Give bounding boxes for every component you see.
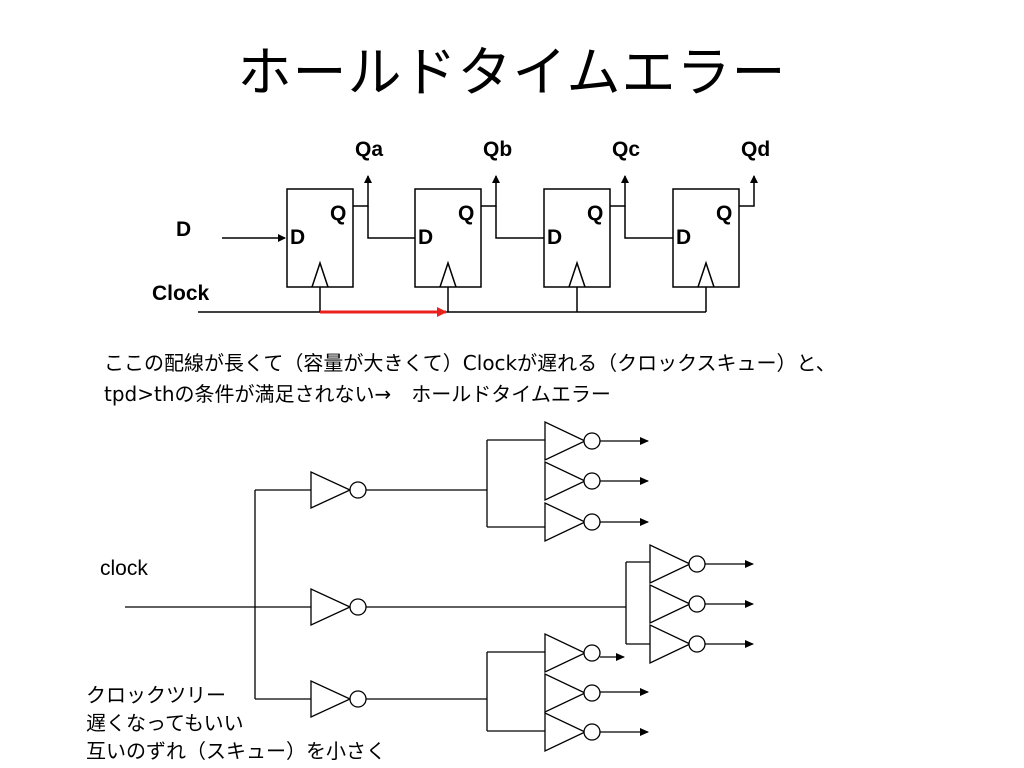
buffer-bot-2 [544,672,649,714]
inverter-bottom [310,679,367,719]
q-pin-label: Q [716,202,732,225]
inverter-top [310,470,367,510]
explanation-line-1: ここの配線が長くて（容量が大きくて）Clockが遅れる（クロックスキュー）と、 [104,351,836,375]
clock-tree-input-label: clock [100,557,148,580]
buffer-mid-3 [649,623,754,665]
qa-label: Qa [355,138,383,161]
clock-edge-icon [568,260,586,288]
q-to-d-wire [624,206,673,239]
clock-tree-note-1: クロックツリー [86,683,226,707]
d-input-label: D [176,218,191,241]
q-pin-label: Q [458,202,474,225]
clock-edge-icon [311,260,329,288]
qc-label: Qc [612,138,640,161]
q-pin-label: Q [330,202,346,225]
inverter-middle [310,587,367,627]
buffer-mid-2 [649,583,754,625]
d-pin-label: D [676,226,691,249]
clock-edge-icon [697,260,715,288]
d-pin-label: D [418,226,433,249]
explanation-line-2: tpd>thの条件が満足されない→ ホールドタイムエラー [104,382,611,406]
d-pin-label: D [547,226,562,249]
qd-output-wire [739,175,758,207]
clock-edge-icon [439,260,457,288]
q-to-d-wire [367,206,415,239]
d-pin-label: D [290,226,305,249]
buffer-top-3 [544,501,649,543]
buffer-mid-1 [649,543,754,585]
qd-label: Qd [741,138,770,161]
buffer-top-2 [544,460,649,502]
clock-tree-note-2: 遅くなってもいい [86,711,244,735]
clock-label: Clock [152,282,210,305]
qb-label: Qb [483,138,512,161]
buffer-bot-3 [544,711,649,753]
buffer-top-1 [544,420,649,462]
q-pin-label: Q [587,202,603,225]
slide-title: ホールドタイムエラー [237,41,787,104]
q-to-d-wire [495,206,544,239]
clock-tree-note-3: 互いのずれ（スキュー）を小さく [86,739,386,763]
buffer-bot-1 [544,632,625,674]
